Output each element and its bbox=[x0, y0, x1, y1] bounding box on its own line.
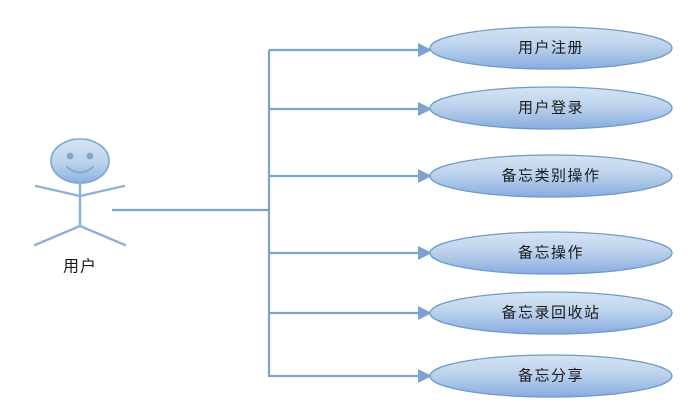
use-case-5[interactable]: 备忘录回收站 bbox=[429, 291, 673, 335]
use-case-1[interactable]: 用户注册 bbox=[429, 26, 673, 70]
arrowhead-2 bbox=[418, 102, 432, 116]
arrowhead-4 bbox=[418, 246, 432, 260]
use-case-3[interactable]: 备忘类别操作 bbox=[429, 154, 673, 198]
actor-arm-left bbox=[34, 184, 82, 198]
use-case-label: 备忘操作 bbox=[518, 244, 584, 261]
use-case-2[interactable]: 用户登录 bbox=[429, 86, 673, 130]
arrowhead-1 bbox=[418, 43, 432, 57]
use-case-label: 用户注册 bbox=[518, 39, 584, 56]
arrowhead-3 bbox=[418, 169, 432, 183]
actor-arm-right bbox=[78, 184, 126, 198]
actor-leg-left bbox=[33, 224, 82, 247]
actor-leg-right bbox=[78, 224, 127, 247]
use-case-6[interactable]: 备忘分享 bbox=[429, 354, 673, 398]
use-case-ellipse bbox=[429, 26, 673, 70]
actor-head bbox=[50, 138, 110, 184]
use-case-4[interactable]: 备忘操作 bbox=[429, 231, 673, 275]
connector-lines bbox=[112, 48, 420, 378]
arrowhead-5 bbox=[418, 306, 432, 320]
use-case-label: 备忘录回收站 bbox=[501, 304, 600, 321]
use-case-ellipse bbox=[429, 291, 673, 335]
actor-user[interactable]: 用户 bbox=[33, 138, 127, 276]
use-case-ellipse bbox=[429, 86, 673, 130]
use-case-ellipse bbox=[429, 154, 673, 198]
actor-eye-left bbox=[66, 152, 74, 160]
connector-arrowheads bbox=[418, 43, 432, 383]
use-case-label: 备忘类别操作 bbox=[501, 167, 600, 184]
actor-smile bbox=[66, 166, 94, 174]
use-case-ellipse bbox=[429, 354, 673, 398]
use-case-label: 备忘分享 bbox=[518, 367, 584, 384]
actor-label: 用户 bbox=[63, 258, 97, 276]
actor-eye-right bbox=[86, 152, 94, 160]
use-case-label: 用户登录 bbox=[518, 99, 584, 116]
use-case-ellipse bbox=[429, 231, 673, 275]
arrowhead-6 bbox=[418, 369, 432, 383]
